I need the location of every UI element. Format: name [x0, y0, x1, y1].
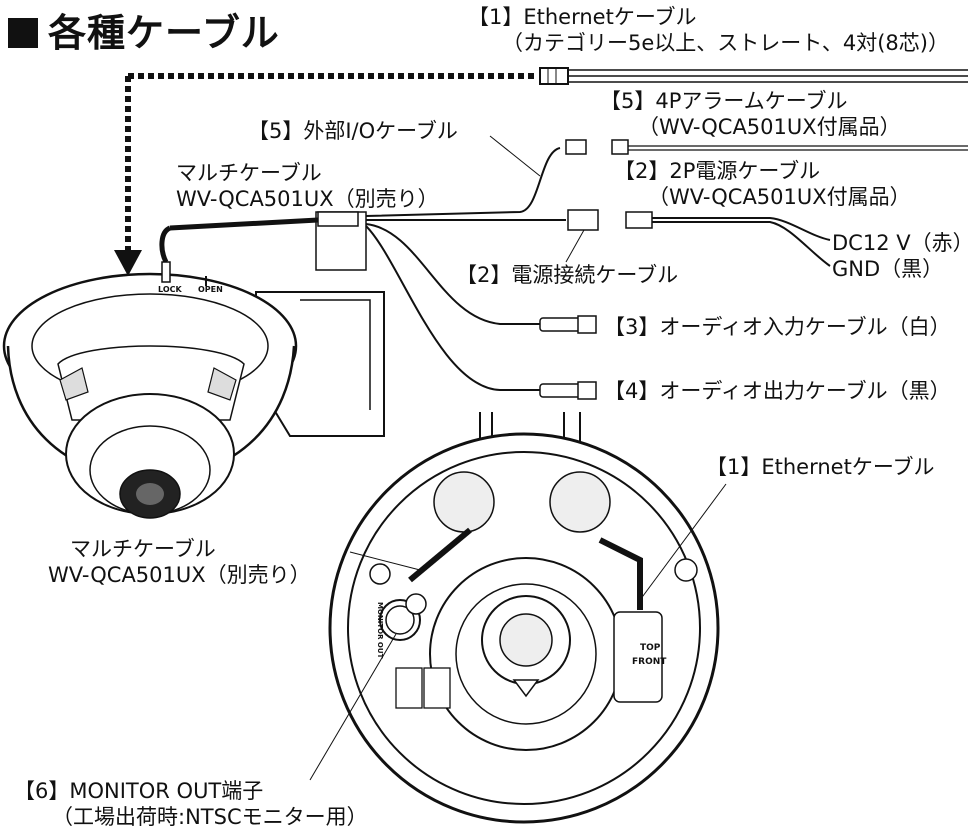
label-monitor-out: 【6】MONITOR OUT端子: [14, 779, 264, 803]
label-2p-power-accessory: （WV-QCA501UX付属品）: [648, 185, 911, 209]
label-multi-cable: マルチケーブル: [176, 161, 322, 185]
lock-marking: LOCK: [158, 285, 182, 294]
label-gnd: GND（黒）: [832, 257, 944, 281]
camera-bottom-view: [309, 412, 727, 824]
audio-in-plug-icon: [539, 315, 597, 334]
multi-cable-junction: [159, 147, 566, 391]
ethernet-route-arrow: [114, 73, 538, 276]
power-connector-icon: [565, 209, 831, 267]
label-audio-out: 【4】オーディオ出力ケーブル（黒）: [604, 379, 951, 403]
ethernet-plug-icon: [539, 67, 968, 85]
label-audio-in: 【3】オーディオ入力ケーブル（白）: [604, 315, 951, 339]
label-alarm-cable: 【5】4Pアラームケーブル: [600, 89, 848, 113]
page-title: 各種ケーブル: [8, 2, 280, 57]
label-multi-cable-bottom: マルチケーブル: [70, 537, 216, 561]
label-ethernet-spec: （カテゴリー5e以上、ストレート、4対(8芯)）: [502, 31, 949, 55]
label-dc12v: DC12 V（赤）: [832, 231, 972, 255]
title-square-icon: [8, 18, 38, 48]
label-power-connection: 【2】電源接続ケーブル: [456, 263, 679, 287]
label-multi-cable-bottom-model: WV-QCA501UX（別売り）: [48, 563, 311, 587]
camera-side-view: [2, 261, 385, 519]
label-2p-power-cable: 【2】2P電源ケーブル: [614, 159, 821, 183]
label-io-cable: 【5】外部I/Oケーブル: [248, 119, 458, 143]
front-marking: FRONT: [632, 657, 667, 667]
open-marking: OPEN: [198, 285, 223, 294]
alarm-connector-icon: [489, 135, 968, 177]
label-ethernet-bottom: 【1】Ethernetケーブル: [706, 455, 935, 479]
label-alarm-accessory: （WV-QCA501UX付属品）: [638, 115, 901, 139]
audio-out-plug-icon: [539, 381, 597, 400]
top-marking: TOP: [640, 643, 661, 653]
label-ethernet-top: 【1】Ethernetケーブル: [468, 5, 697, 29]
label-monitor-out-note: （工場出荷時:NTSCモニター用）: [52, 805, 368, 829]
label-multi-cable-model: WV-QCA501UX（別売り）: [176, 187, 439, 211]
title-text: 各種ケーブル: [48, 11, 280, 55]
monitor-out-marking: MONITOR OUT: [376, 602, 384, 659]
